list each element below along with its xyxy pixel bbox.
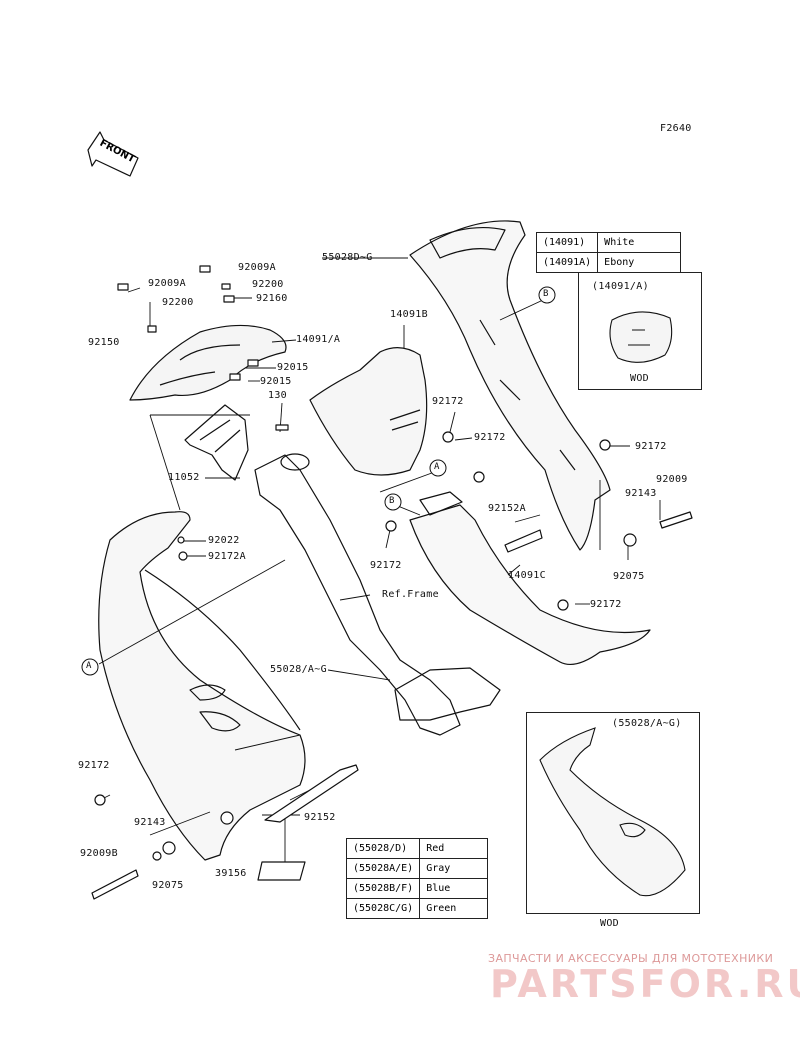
table-row: (14091A) Ebony: [535, 252, 682, 273]
table-row: (55028A/E) Gray: [345, 858, 489, 879]
part-label: 92152A: [488, 503, 526, 514]
inset-bottom-part-shape: [539, 727, 686, 897]
watermark-tagline: ЗАПЧАСТИ И АКСЕССУАРЫ ДЛЯ МОТОТЕХНИКИ: [488, 952, 774, 965]
part-label: 92143: [625, 488, 657, 499]
handle-cover-shape: [129, 324, 287, 401]
inset-caption: WOD: [630, 373, 649, 384]
part-label: 92160: [256, 293, 288, 304]
part-label: 14091C: [508, 570, 546, 581]
part-label: 92022: [208, 535, 240, 546]
color-table-top: (14091) White (14091A) Ebony: [535, 232, 682, 273]
part-label: 92150: [88, 337, 120, 348]
callout-a: A: [434, 462, 440, 472]
center-panel-shape: [309, 347, 428, 476]
part-label: 92009B: [80, 848, 118, 859]
part-label: 92015: [260, 376, 292, 387]
color-code: (14091): [535, 232, 599, 253]
part-label: 130: [268, 390, 287, 401]
color-name: Red: [419, 838, 489, 859]
part-label: 92172: [635, 441, 667, 452]
bracket-shape: [184, 404, 249, 481]
table-row: (55028/D) Red: [345, 838, 489, 859]
part-label: 92172: [474, 432, 506, 443]
color-name: Green: [419, 898, 489, 919]
part-label: 92200: [162, 297, 194, 308]
part-label: 92009A: [148, 278, 186, 289]
part-label: 92172: [432, 396, 464, 407]
inset-box-top: [578, 272, 702, 390]
part-label: 92075: [613, 571, 645, 582]
part-label: 55028/A~G: [270, 664, 327, 675]
part-label: 92172: [78, 760, 110, 771]
part-label: 92152: [304, 812, 336, 823]
color-name: White: [597, 232, 682, 253]
part-label: 92172A: [208, 551, 246, 562]
part-label: 92015: [277, 362, 309, 373]
part-label: 11052: [168, 472, 200, 483]
table-row: (14091) White: [535, 232, 682, 253]
part-label: 92200: [252, 279, 284, 290]
callout-b: B: [389, 496, 395, 506]
part-label: 39156: [215, 868, 247, 879]
inset-title: (55028/A~G): [612, 718, 682, 729]
color-table-bottom: (55028/D) Red (55028A/E) Gray (55028B/F)…: [345, 838, 489, 919]
callout-a: A: [86, 661, 92, 671]
callout-b: B: [543, 289, 549, 299]
color-name: Blue: [419, 878, 489, 899]
part-label: 92143: [134, 817, 166, 828]
part-label: 92009A: [238, 262, 276, 273]
table-row: (55028C/G) Green: [345, 898, 489, 919]
front-arrow-icon: [87, 131, 139, 177]
diagram-code: F2640: [660, 123, 692, 134]
color-code: (55028B/F): [345, 878, 421, 899]
part-label: 92075: [152, 880, 184, 891]
inset-title: (14091/A): [592, 281, 649, 292]
inset-top-part-shape: [609, 311, 673, 363]
color-code: (55028C/G): [345, 898, 421, 919]
color-name: Gray: [419, 858, 489, 879]
color-code: (55028A/E): [345, 858, 421, 879]
part-label: 55028D~G: [322, 252, 373, 263]
color-code: (55028/D): [345, 838, 421, 859]
frame-shape: [254, 454, 461, 736]
part-label: 14091/A: [296, 334, 341, 345]
color-code: (14091A): [535, 252, 599, 273]
part-label: 92009: [656, 474, 688, 485]
watermark-logo: PARTSFOR.RU: [490, 962, 800, 1006]
part-label: 92172: [590, 599, 622, 610]
part-label: 92172: [370, 560, 402, 571]
part-label: 14091B: [390, 309, 428, 320]
inset-box-bottom: [526, 712, 700, 914]
color-name: Ebony: [597, 252, 682, 273]
inset-caption: WOD: [600, 918, 619, 929]
frame-ref-label: Ref.Frame: [382, 589, 439, 600]
inner-cover-upper-shape: [409, 220, 611, 551]
table-row: (55028B/F) Blue: [345, 878, 489, 899]
inner-lower-cover-shape: [409, 504, 651, 665]
